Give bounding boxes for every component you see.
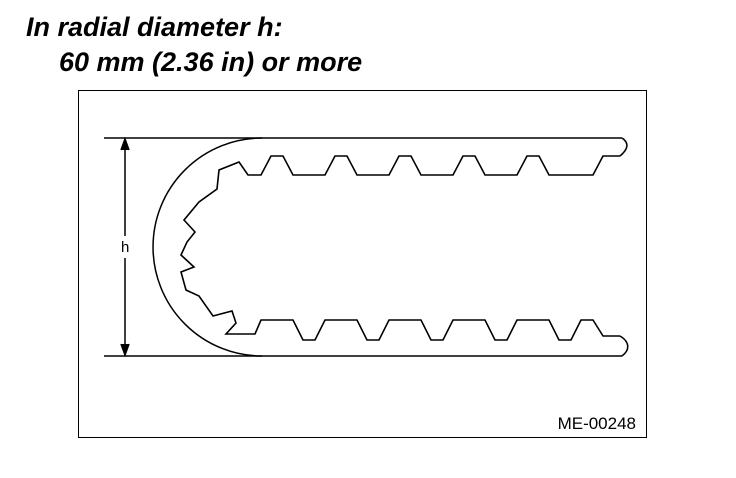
caption-line-2: 60 mm (2.36 in) or more	[59, 47, 363, 77]
belt-break-bottom	[619, 335, 629, 357]
belt-outer-edge	[152, 137, 622, 357]
belt-teeth-profile	[180, 155, 620, 341]
caption: In radial diameter h: 60 mm (2.36 in) or…	[26, 10, 362, 80]
diagram-frame: ME-00248	[78, 90, 647, 438]
dim-arrow-bottom	[120, 343, 130, 358]
dimension-label-h: h	[121, 239, 129, 256]
caption-line-1: In radial diameter h:	[26, 12, 283, 42]
dim-arrow-top	[120, 136, 130, 151]
belt-break-top	[619, 137, 628, 157]
figure-code: ME-00248	[557, 414, 636, 433]
